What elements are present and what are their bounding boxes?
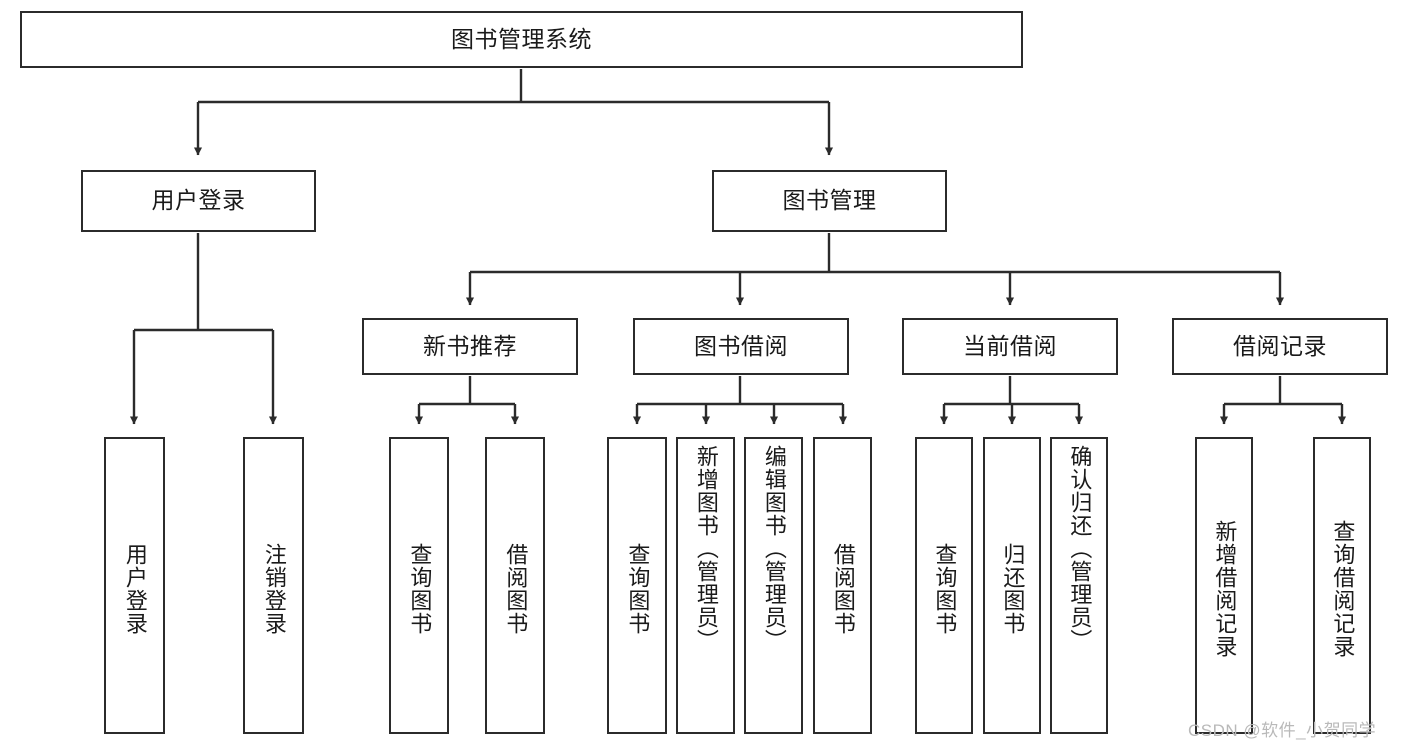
node-user-login-label: 用户登录 (151, 187, 246, 214)
node-leaf-add-record-label: 新增借阅记录 (1212, 519, 1238, 658)
node-leaf-query-book-1-label: 查询图书 (407, 542, 433, 635)
node-leaf-add-book[interactable]: 新增图书（管理员） (676, 437, 735, 734)
node-book-management-label: 图书管理 (782, 187, 877, 214)
node-leaf-user-login-label: 用户登录 (122, 542, 148, 635)
node-leaf-query-record-label: 查询借阅记录 (1330, 519, 1356, 658)
node-book-management[interactable]: 图书管理 (712, 170, 947, 232)
node-book-borrow-label: 图书借阅 (694, 332, 788, 359)
node-new-book-recommend-label: 新书推荐 (423, 332, 517, 359)
node-root[interactable]: 图书管理系统 (20, 11, 1023, 68)
node-leaf-return-book-label: 归还图书 (1000, 542, 1026, 635)
node-leaf-confirm-return[interactable]: 确认归还（管理员） (1050, 437, 1108, 734)
node-leaf-edit-book-label: 编辑图书（管理员） (761, 445, 787, 652)
node-current-borrow[interactable]: 当前借阅 (902, 318, 1118, 375)
node-leaf-logout-login[interactable]: 注销登录 (243, 437, 304, 734)
node-leaf-borrow-book-1-label: 借阅图书 (503, 542, 529, 635)
node-book-borrow[interactable]: 图书借阅 (633, 318, 849, 375)
node-leaf-query-book-2[interactable]: 查询图书 (607, 437, 667, 734)
node-leaf-add-book-label: 新增图书（管理员） (693, 445, 719, 652)
node-leaf-borrow-book-2[interactable]: 借阅图书 (813, 437, 872, 734)
node-current-borrow-label: 当前借阅 (963, 332, 1057, 359)
node-borrow-record-label: 借阅记录 (1233, 332, 1327, 359)
node-leaf-borrow-book-1[interactable]: 借阅图书 (485, 437, 545, 734)
node-leaf-add-record[interactable]: 新增借阅记录 (1195, 437, 1253, 734)
node-leaf-query-book-2-label: 查询图书 (625, 542, 651, 635)
node-root-label: 图书管理系统 (451, 25, 592, 52)
node-leaf-borrow-book-2-label: 借阅图书 (830, 542, 856, 635)
node-leaf-confirm-return-label: 确认归还（管理员） (1067, 445, 1093, 652)
node-leaf-logout-login-label: 注销登录 (261, 542, 287, 635)
node-leaf-query-book-3[interactable]: 查询图书 (915, 437, 973, 734)
node-new-book-recommend[interactable]: 新书推荐 (362, 318, 578, 375)
node-leaf-user-login[interactable]: 用户登录 (104, 437, 165, 734)
node-leaf-query-book-1[interactable]: 查询图书 (389, 437, 449, 734)
node-user-login[interactable]: 用户登录 (81, 170, 316, 232)
node-leaf-query-record[interactable]: 查询借阅记录 (1313, 437, 1371, 734)
node-leaf-return-book[interactable]: 归还图书 (983, 437, 1041, 734)
node-borrow-record[interactable]: 借阅记录 (1172, 318, 1388, 375)
node-leaf-query-book-3-label: 查询图书 (932, 542, 958, 635)
node-leaf-edit-book[interactable]: 编辑图书（管理员） (744, 437, 803, 734)
